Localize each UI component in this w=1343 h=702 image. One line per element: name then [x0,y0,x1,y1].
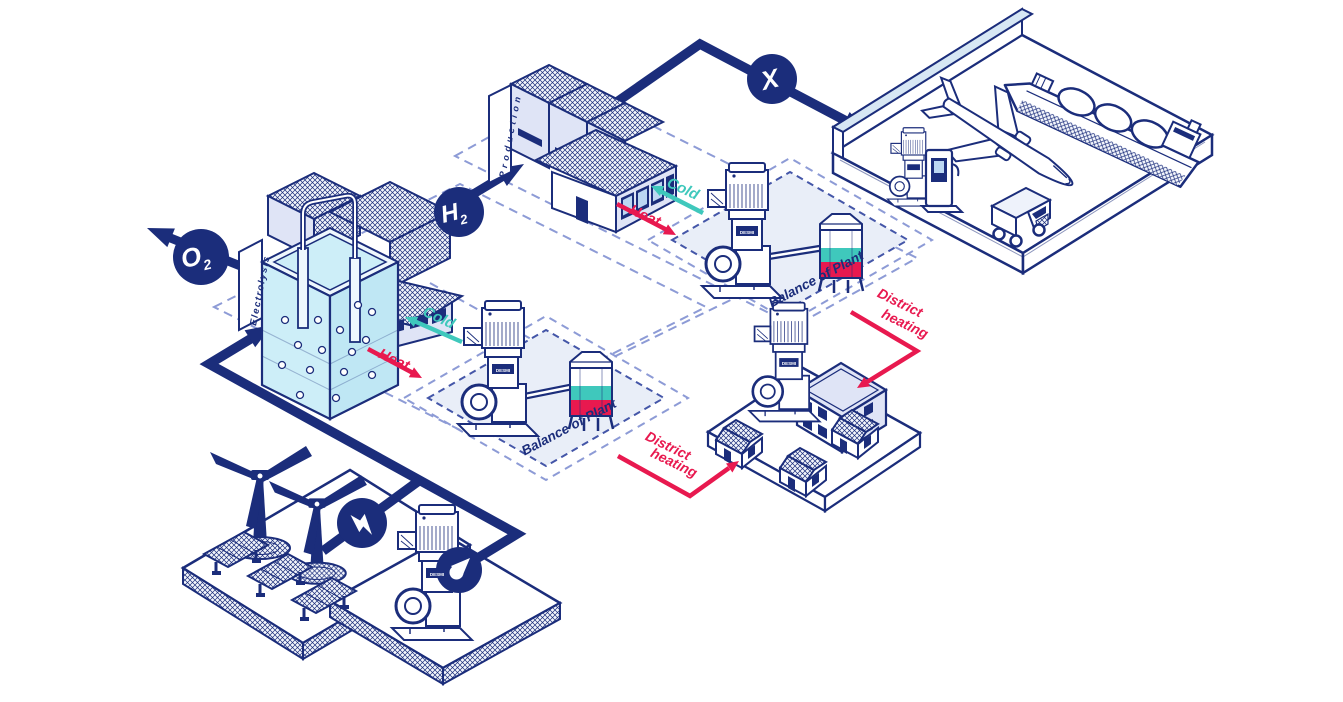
pump-brand-label: DESMI [430,572,444,577]
airplane [920,75,1074,187]
pump-brand-label: DESMI [496,368,510,373]
h2-label: H [438,198,462,229]
water-drop-icon [449,558,470,580]
electrolyser-tank [259,192,401,421]
fuel-dispenser [919,148,965,213]
heat-arrow-1 [366,347,422,378]
pump-brand-label: DESMI [740,230,754,235]
district-heating-arrow-1 [616,454,739,499]
pump-brand-label: DESMI [782,361,796,366]
district-heating-arrow-2 [849,310,922,388]
h2-badge: H2 [434,187,484,237]
electrolysis-building [238,171,465,421]
o2-badge: O2 [173,229,229,285]
electricity-badge [337,498,387,548]
lightning-icon [350,513,372,535]
ship [1003,72,1202,189]
cold-arrow-1 [405,316,463,345]
cold-arrow-2 [651,186,705,216]
heat-arrow-2 [615,202,676,235]
transport-platform [830,7,1215,276]
x-export-badge: X [747,54,797,104]
truck [989,186,1053,248]
water-badge [436,547,482,593]
houses-platform [705,361,923,514]
